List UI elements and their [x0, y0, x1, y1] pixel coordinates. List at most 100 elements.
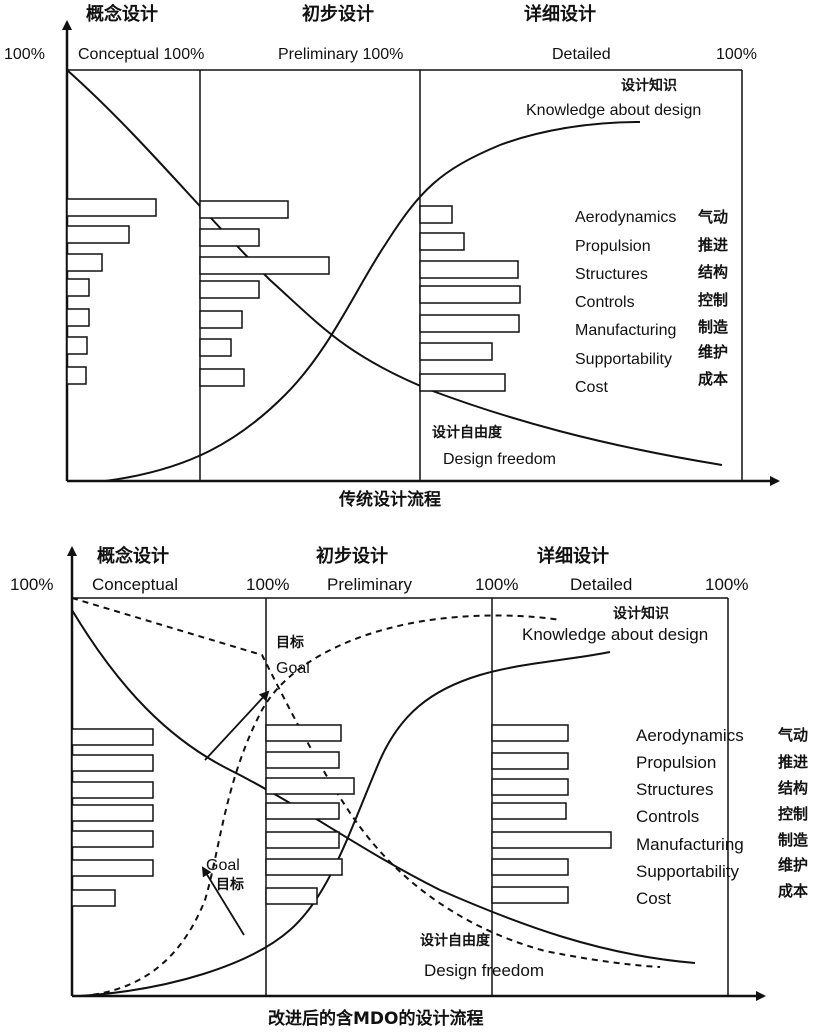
bar: [419, 205, 453, 224]
bottom-phase-cn-detailed: 详细设计: [537, 545, 609, 567]
lower-goal-label-en: Goal: [206, 857, 240, 874]
lower-goal-arrow: [201, 866, 245, 936]
bar: [199, 280, 260, 299]
discipline-label-cn: 结构: [778, 779, 808, 797]
discipline-label: Supportability: [575, 351, 672, 368]
top-preliminary-bars: [199, 200, 330, 387]
bar: [265, 802, 340, 820]
top-phase-en-conceptual: Conceptual 100%: [78, 46, 204, 63]
discipline-label: Controls: [636, 807, 699, 826]
bar: [66, 278, 90, 297]
bar: [66, 366, 87, 385]
bar: [199, 228, 260, 247]
bar: [491, 886, 569, 904]
discipline-label-cn: 控制: [778, 805, 808, 823]
bar: [419, 373, 506, 392]
bottom-conceptual-bars: [71, 728, 154, 907]
discipline-label-cn: 制造: [778, 831, 808, 849]
bottom-pct-0: 100%: [10, 575, 53, 594]
discipline-label: Manufacturing: [575, 322, 676, 339]
bottom-pct-2: 100%: [475, 575, 518, 594]
bar: [71, 859, 154, 877]
bar: [71, 781, 154, 799]
bar: [491, 802, 567, 820]
bar: [265, 887, 318, 905]
bar: [419, 285, 521, 304]
bar: [491, 858, 569, 876]
top-discipline-labels: Aerodynamics Propulsion Structures Contr…: [575, 209, 676, 396]
discipline-label: Cost: [636, 889, 671, 908]
bottom-discipline-labels: Aerodynamics Propulsion Structures Contr…: [636, 726, 744, 908]
bottom-knowledge-curve-solid: [79, 651, 611, 997]
top-phase-en-detailed: Detailed: [552, 46, 611, 63]
top-phase-en-preliminary: Preliminary 100%: [278, 46, 403, 63]
discipline-label: Propulsion: [636, 753, 716, 772]
bar: [199, 256, 330, 275]
upper-goal-arrow: [204, 690, 270, 761]
top-detailed-bars: [419, 205, 521, 392]
top-design-freedom-curve: [66, 69, 723, 466]
bar: [66, 225, 130, 244]
bar: [71, 889, 116, 907]
top-conceptual-bars: [66, 198, 157, 385]
bottom-pct-1: 100%: [246, 575, 289, 594]
bottom-preliminary-bars: [265, 724, 355, 905]
bar: [66, 198, 157, 217]
bottom-discipline-labels-cn: 气动 推进 结构 控制 制造 维护 成本: [777, 726, 808, 900]
bar: [66, 336, 88, 355]
discipline-label-cn: 推进: [778, 753, 808, 771]
top-knowledge-curve: [104, 121, 641, 482]
bar: [265, 831, 340, 849]
bottom-phase-en-preliminary: Preliminary: [327, 575, 413, 594]
bottom-knowledge-curve-goal: [81, 614, 561, 997]
bar: [199, 310, 243, 329]
discipline-label-cn: 成本: [778, 882, 808, 900]
bar: [491, 831, 612, 849]
discipline-label-cn: 控制: [698, 291, 728, 309]
bar: [265, 751, 340, 769]
bar: [71, 804, 154, 822]
traditional-process-panel: 概念设计 初步设计 详细设计 100% Conceptual 100% Prel…: [4, 3, 780, 510]
bar: [491, 724, 569, 742]
top-freedom-label-cn: 设计自由度: [432, 424, 503, 441]
discipline-label-cn: 结构: [698, 263, 728, 281]
bar: [71, 830, 154, 848]
discipline-label-cn: 维护: [698, 343, 728, 361]
bottom-phase-cn-conceptual: 概念设计: [97, 545, 169, 567]
discipline-label: Structures: [575, 266, 648, 283]
top-discipline-labels-cn: 气动 推进 结构 控制 制造 维护 成本: [697, 208, 728, 388]
bar: [199, 368, 245, 387]
top-phase-cn-detailed: 详细设计: [524, 3, 596, 25]
bar: [199, 200, 289, 219]
bar: [265, 858, 343, 876]
bar: [66, 253, 103, 272]
bottom-phase-en-detailed: Detailed: [570, 575, 632, 594]
discipline-label: Aerodynamics: [575, 209, 676, 226]
bottom-freedom-label-en: Design freedom: [424, 961, 544, 980]
discipline-label: Propulsion: [575, 238, 651, 255]
discipline-label: Manufacturing: [636, 835, 744, 854]
bottom-caption: 改进后的含MDO的设计流程: [268, 1008, 483, 1029]
upper-goal-label-en: Goal: [276, 660, 310, 677]
discipline-label-cn: 维护: [778, 856, 808, 874]
bar: [419, 260, 519, 279]
top-right-100: 100%: [716, 46, 757, 63]
bar: [419, 342, 493, 361]
bar: [491, 778, 569, 796]
top-phase-cn-preliminary: 初步设计: [302, 3, 374, 25]
bar: [491, 752, 569, 770]
bottom-knowledge-label-cn: 设计知识: [613, 605, 669, 622]
bar: [265, 724, 342, 742]
bottom-pct-3: 100%: [705, 575, 748, 594]
mdo-process-panel: 概念设计 初步设计 详细设计 100% Conceptual 100% Prel…: [10, 545, 808, 1029]
top-freedom-label-en: Design freedom: [443, 451, 556, 468]
top-caption: 传统设计流程: [338, 489, 441, 510]
bar: [71, 728, 154, 746]
bottom-phase-cn-preliminary: 初步设计: [316, 545, 388, 567]
bottom-phase-en-conceptual: Conceptual: [92, 575, 178, 594]
discipline-label-cn: 制造: [698, 318, 728, 336]
bar: [199, 338, 232, 357]
bar: [66, 308, 90, 327]
top-knowledge-label-en: Knowledge about design: [526, 102, 701, 119]
